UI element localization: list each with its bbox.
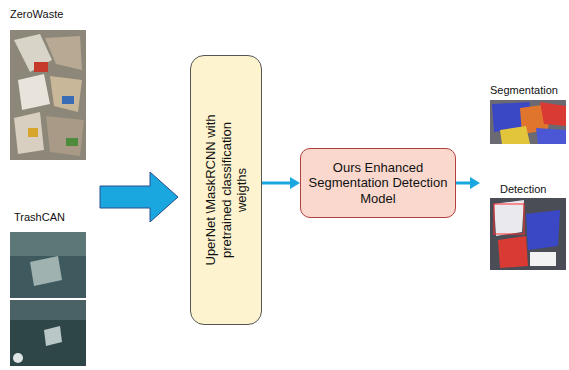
arrow-head — [290, 177, 300, 189]
connector-arrow — [262, 177, 300, 189]
output-label: Segmentation — [490, 84, 558, 96]
zerowaste-image — [10, 30, 86, 160]
model-box: Ours Enhanced Segmentation Detection Mod… — [300, 148, 456, 218]
dataset-label: TrashCAN — [14, 211, 65, 223]
detection-image — [490, 198, 566, 270]
segmentation-image — [490, 100, 566, 144]
node-text: Ours Enhanced Segmentation Detection Mod… — [306, 160, 450, 207]
backbone-box: UperNet \MaskRCNN with pretrained classi… — [190, 55, 262, 325]
dataset-label: ZeroWaste — [10, 8, 63, 20]
input-block-arrow — [100, 172, 178, 222]
output-arrow — [456, 177, 480, 189]
trashcan-images — [10, 232, 86, 366]
output-label: Detection — [500, 183, 546, 195]
node-text: UperNet \MaskRCNN with pretrained classi… — [203, 106, 250, 274]
